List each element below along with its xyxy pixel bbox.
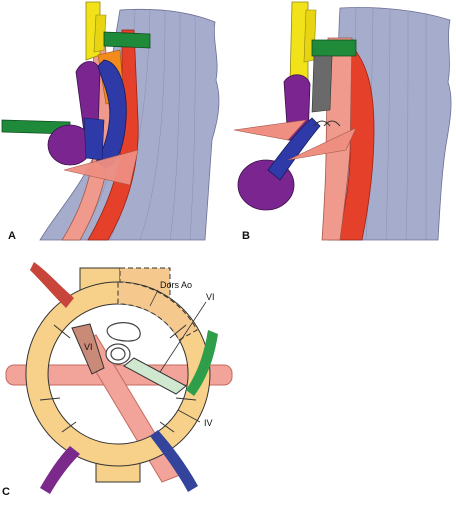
label-iv: IV <box>204 418 213 428</box>
label-dors-ao: Dors Ao <box>160 280 192 290</box>
label-vi-left: VI <box>84 342 93 352</box>
ductus <box>123 357 187 395</box>
panel-b: B <box>228 0 456 245</box>
blue-branch-vessel <box>150 430 198 492</box>
red-branch-vessel <box>30 262 74 308</box>
trachea-esophagus <box>105 322 141 365</box>
panel-letter-b: B <box>242 230 250 242</box>
green-vessel-a-top <box>103 31 151 49</box>
green-vessel-b <box>311 39 357 57</box>
panel-a: A <box>0 0 228 245</box>
panel-letter-a: A <box>8 230 16 242</box>
arch-vi-left <box>71 323 105 375</box>
green-branch-vessel <box>186 330 218 396</box>
panel-b-illustration <box>233 1 452 241</box>
aortic-arch-schematic: Dors Ao VI VI IV <box>5 262 233 494</box>
dorsal-aorta-segment <box>117 281 198 341</box>
panel-c: Dors Ao VI VI IV C <box>0 250 260 500</box>
panel-a-illustration <box>1 1 220 241</box>
panel-letter-c: C <box>2 486 10 498</box>
blue-vessel-b <box>267 117 321 181</box>
label-vi-right: VI <box>206 292 215 302</box>
purple-branch-vessel <box>40 446 80 494</box>
